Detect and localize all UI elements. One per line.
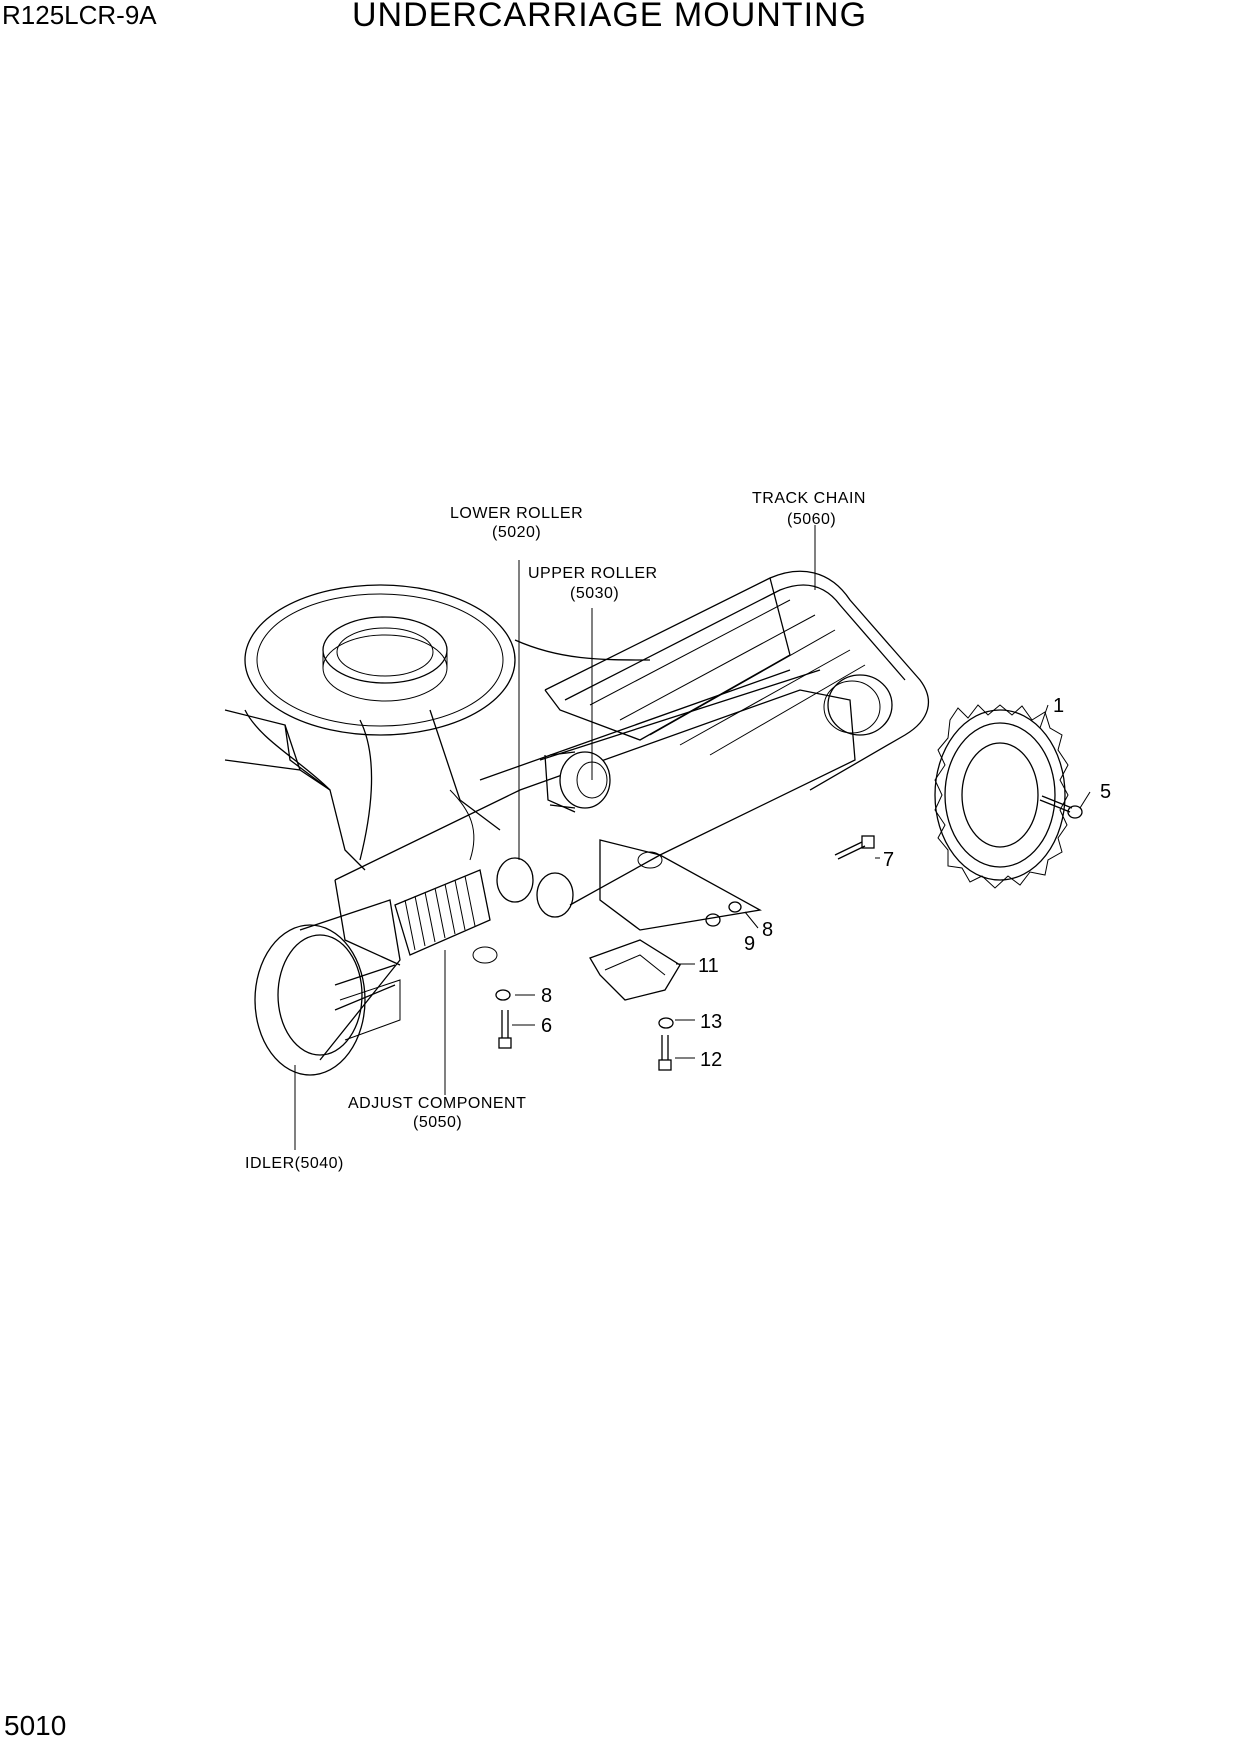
adjust-spring bbox=[394, 869, 491, 956]
leader-lines bbox=[294, 525, 1091, 1150]
swing-bearing bbox=[244, 584, 516, 736]
track-frame bbox=[334, 669, 856, 966]
fasteners bbox=[495, 795, 1083, 1071]
callout-idler: IDLER(5040) bbox=[245, 1155, 344, 1172]
model-code: R125LCR-9A bbox=[2, 0, 157, 30]
part-number-11: 11 bbox=[698, 955, 719, 977]
callout-lower-roller-name: LOWER ROLLER bbox=[450, 505, 583, 522]
part-number-8-right: 8 bbox=[762, 919, 773, 941]
idler bbox=[254, 899, 401, 1076]
part-number-8-left: 8 bbox=[541, 985, 552, 1007]
callout-lower-roller-code: (5020) bbox=[492, 524, 541, 541]
part-number-1: 1 bbox=[1053, 695, 1064, 717]
lower-rollers bbox=[472, 851, 663, 964]
part-number-5: 5 bbox=[1100, 781, 1111, 803]
track-chain bbox=[544, 570, 929, 791]
callout-track-chain-code: (5060) bbox=[787, 511, 836, 528]
part-number-9: 9 bbox=[744, 933, 755, 955]
upper-roller bbox=[544, 751, 611, 813]
page-number: 5010 bbox=[4, 1710, 67, 1741]
part-number-7: 7 bbox=[883, 849, 894, 871]
part-number-12: 12 bbox=[700, 1049, 722, 1071]
sprocket bbox=[934, 704, 1069, 889]
part-number-13: 13 bbox=[700, 1011, 722, 1033]
callout-adjust-component-code: (5050) bbox=[413, 1114, 462, 1131]
part-number-6: 6 bbox=[541, 1015, 552, 1037]
car-body-frame bbox=[224, 639, 651, 871]
callout-track-chain-name: TRACK CHAIN bbox=[752, 490, 866, 507]
callout-adjust-component-name: ADJUST COMPONENT bbox=[348, 1095, 526, 1112]
track-guard bbox=[589, 939, 681, 1001]
page-title: UNDERCARRIAGE MOUNTING bbox=[352, 0, 868, 34]
callout-upper-roller-name: UPPER ROLLER bbox=[528, 565, 658, 582]
callout-upper-roller-code: (5030) bbox=[570, 585, 619, 602]
